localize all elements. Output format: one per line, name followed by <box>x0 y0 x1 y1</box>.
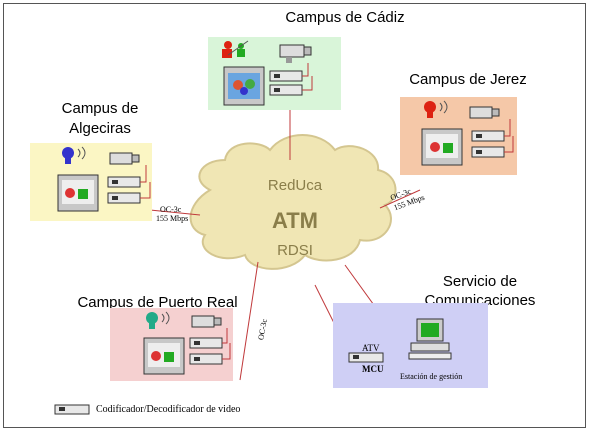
monitor-icon <box>421 128 463 166</box>
workstation-icon <box>408 318 452 360</box>
equipment-cadiz <box>222 40 313 106</box>
legend-text: Codificador/Decodificador de video <box>96 404 241 415</box>
people-icon <box>222 40 249 58</box>
atm-cloud <box>189 134 397 270</box>
person-icon <box>62 146 86 164</box>
link-algeciras <box>149 209 201 216</box>
monitor-icon <box>57 174 99 212</box>
camera-icon <box>279 44 312 63</box>
station-label: Estación de gestión <box>400 372 463 381</box>
camera-icon <box>469 106 500 119</box>
camera-icon <box>109 152 140 165</box>
monitor-icon <box>223 66 265 106</box>
equipment-algeciras <box>57 146 151 212</box>
equipment-puerto-real <box>143 311 231 375</box>
atv-label: ATV <box>362 343 380 353</box>
camera-icon <box>191 315 222 328</box>
codec-icon <box>269 70 303 96</box>
person-icon <box>424 100 448 118</box>
panel-cadiz <box>208 37 341 110</box>
codec-icon <box>107 176 141 204</box>
title-algeciras-line1: Campus de <box>61 100 139 117</box>
equipment-jerez <box>421 100 514 166</box>
title-algeciras-line2: Algeciras <box>69 120 131 137</box>
cloud-label-reduca: RedUca <box>267 177 323 194</box>
panel-jerez <box>400 97 517 175</box>
panel-servicio <box>333 303 488 388</box>
link-label-algeciras-oc3c: OC-3c <box>160 205 182 214</box>
cloud-label-rdsi: RDSI <box>277 242 313 259</box>
equipment-servicio <box>348 318 452 363</box>
link-jerez <box>379 189 421 209</box>
monitor-icon <box>143 337 185 375</box>
codec-icon <box>189 337 223 365</box>
panel-puerto-real <box>110 308 233 381</box>
diagram-frame <box>3 3 586 428</box>
title-puerto-real: Campus de Puerto Real <box>77 294 238 311</box>
link-puerto-real <box>239 261 259 381</box>
mcu-label: MCU <box>362 364 384 374</box>
title-servicio-line1: Servicio de <box>442 273 518 290</box>
title-cadiz: Campus de Cádiz <box>285 9 405 26</box>
panel-algeciras <box>30 143 152 221</box>
mcu-device-icon <box>348 352 384 363</box>
person-icon <box>146 311 170 329</box>
codec-icon <box>471 130 505 158</box>
cloud-label-atm: ATM <box>271 208 319 233</box>
link-label-algeciras-rate: 155 Mbps <box>156 214 189 223</box>
title-jerez: Campus de Jerez <box>409 71 527 88</box>
